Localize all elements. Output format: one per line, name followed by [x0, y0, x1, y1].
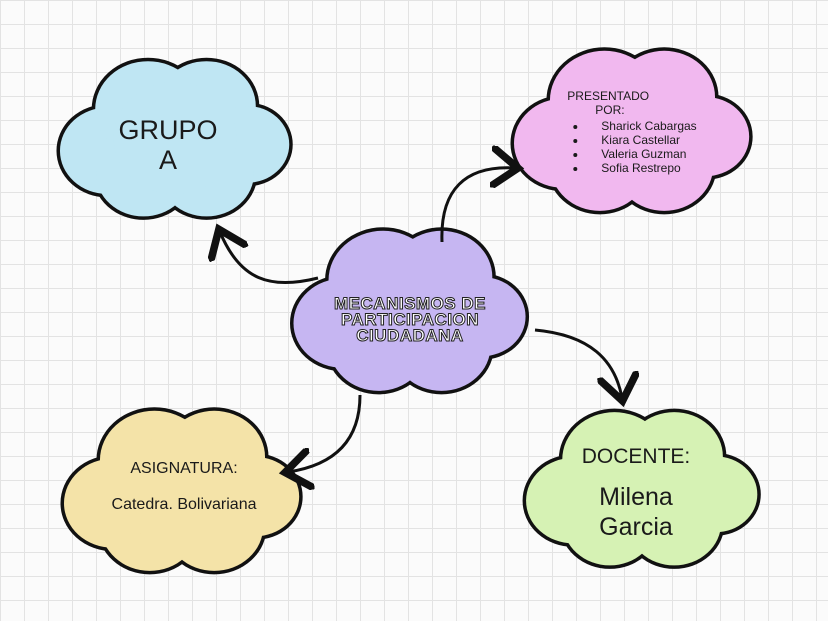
group-line: A	[158, 145, 178, 175]
title-line: PARTICIPACION	[340, 310, 480, 329]
arrow-to-subject	[288, 394, 362, 472]
member: Valeria Guzman	[587, 147, 696, 161]
teacher-label: DOCENTE:	[581, 445, 691, 468]
title-line: MECANISMOS DE	[334, 294, 486, 313]
presented-cloud	[510, 47, 753, 215]
title-line: CIUDADANA	[356, 326, 464, 345]
subject-value: Catedra. Bolivariana	[111, 496, 257, 513]
presented-label: PRESENTADO	[567, 89, 650, 103]
teacher-block: DOCENTE: Milena Garcia	[582, 442, 691, 542]
subject-block: ASIGNATURA: Catedra. Bolivariana	[112, 457, 257, 517]
teacher-name-line: Milena	[599, 483, 673, 511]
teacher-name: Milena Garcia	[582, 482, 691, 542]
subject-label: ASIGNATURA:	[130, 460, 238, 477]
group-cloud	[56, 57, 293, 220]
presented-label: POR:	[595, 103, 625, 117]
member: Sharick Cabargas	[587, 119, 696, 133]
teacher-cloud	[522, 408, 761, 569]
center-cloud	[289, 227, 530, 395]
members-list: Sharick Cabargas Kiara Castellar Valeria…	[567, 119, 696, 175]
arrow-to-teacher	[534, 328, 622, 398]
teacher-name-line: Garcia	[599, 513, 673, 541]
subject-cloud	[60, 407, 303, 575]
member: Kiara Castellar	[587, 133, 696, 147]
arrow-to-presented	[440, 168, 515, 243]
arrow-to-group	[220, 232, 319, 285]
group-label: GRUPO A	[118, 115, 217, 175]
central-topic: MECANISMOS DE PARTICIPACION CIUDADANA	[334, 294, 486, 345]
group-line: GRUPO	[118, 115, 218, 145]
member: Sofia Restrepo	[587, 161, 696, 175]
presenters-block: PRESENTADO POR: Sharick Cabargas Kiara C…	[567, 89, 696, 175]
